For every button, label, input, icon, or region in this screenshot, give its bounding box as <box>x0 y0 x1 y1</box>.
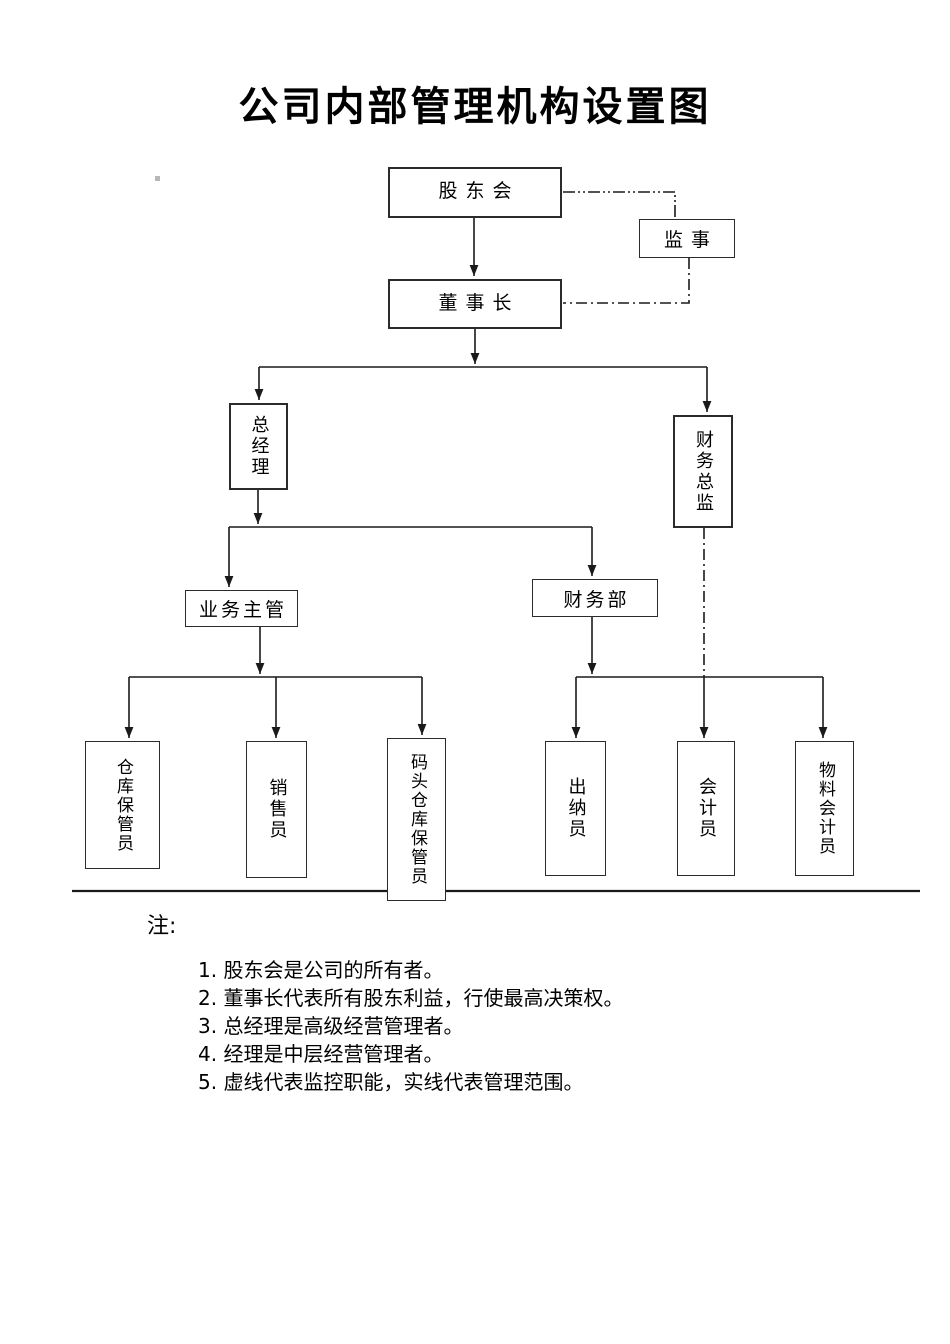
node-cashier: 出纳员 <box>545 741 606 876</box>
node-accountant-label: 会计员 <box>696 777 717 840</box>
node-supervisor-label: 监事 <box>663 229 718 251</box>
node-general-manager: 总经理 <box>229 403 288 490</box>
node-material-accountant: 物料会计员 <box>795 741 854 876</box>
node-cashier-label: 出纳员 <box>565 777 587 840</box>
node-finance-dept-label: 财务部 <box>563 588 630 611</box>
note-item: 1. 股东会是公司的所有者。 <box>198 958 444 982</box>
note-item: 2. 董事长代表所有股东利益，行使最高决策权。 <box>198 986 624 1010</box>
node-general-manager-label: 总经理 <box>248 415 270 478</box>
monitor-line-shareholders-to-supervisor <box>563 191 676 218</box>
node-finance-director-label: 财务总监 <box>693 429 714 514</box>
node-warehouse-keeper-label: 仓库保管员 <box>113 757 133 853</box>
node-chairman: 董事长 <box>388 279 562 329</box>
stray-mark <box>155 176 160 181</box>
monitor-line-supervisor-to-chairman <box>563 258 690 304</box>
node-accountant: 会计员 <box>677 741 735 876</box>
page-title: 公司内部管理机构设置图 <box>238 83 712 130</box>
node-finance-dept: 财务部 <box>532 579 658 617</box>
node-material-accountant-label: 物料会计员 <box>815 761 835 856</box>
note-item: 4. 经理是中层经营管理者。 <box>198 1042 444 1066</box>
node-supervisor: 监事 <box>639 219 735 258</box>
node-salesperson: 销售员 <box>246 741 307 878</box>
node-finance-director: 财务总监 <box>673 415 733 528</box>
node-dock-warehouse-keeper: 码头仓库保管员 <box>387 738 446 901</box>
node-shareholders-meeting-label: 股东会 <box>438 180 520 202</box>
node-dock-warehouse-keeper-label: 码头仓库保管员 <box>407 753 427 886</box>
note-item: 5. 虚线代表监控职能，实线代表管理范围。 <box>198 1070 584 1094</box>
note-item: 3. 总经理是高级经营管理者。 <box>198 1014 464 1038</box>
node-business-supervisor-label: 业务主管 <box>198 599 287 621</box>
notes-heading: 注: <box>147 914 177 939</box>
node-warehouse-keeper: 仓库保管员 <box>85 741 160 869</box>
node-salesperson-label: 销售员 <box>266 778 288 841</box>
node-chairman-label: 董事长 <box>438 292 520 314</box>
notes-list: 1. 股东会是公司的所有者。 2. 董事长代表所有股东利益，行使最高决策权。 3… <box>198 956 623 1096</box>
node-shareholders-meeting: 股东会 <box>388 167 562 218</box>
notes-section: 注: 1. 股东会是公司的所有者。 2. 董事长代表所有股东利益，行使最高决策权… <box>147 908 623 1096</box>
node-business-supervisor: 业务主管 <box>185 590 298 627</box>
